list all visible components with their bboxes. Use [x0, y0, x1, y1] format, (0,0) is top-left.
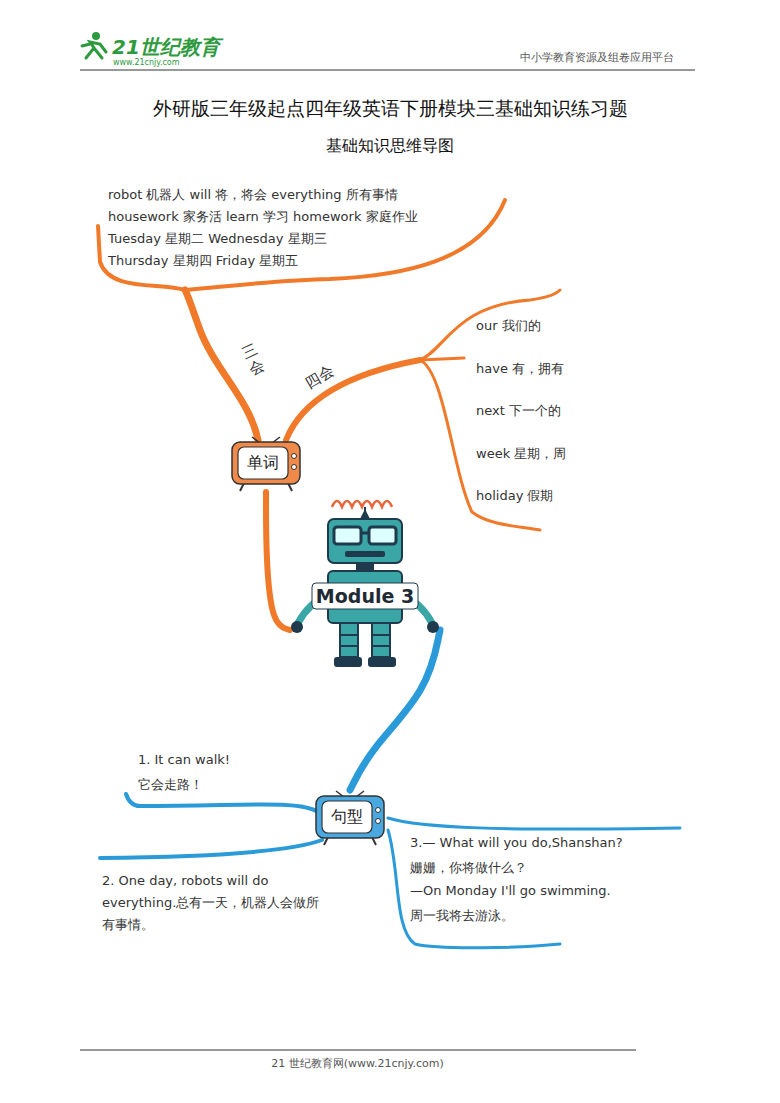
word-line: Tuesday 星期二 Wednesday 星期三 [108, 230, 327, 248]
logo-text: 21世纪教育 [112, 34, 220, 61]
central-robot: Module 3 [290, 495, 440, 670]
word-line: housework 家务活 learn 学习 homework 家庭作业 [108, 208, 418, 226]
logo-url: www.21cnjy.com [113, 58, 180, 67]
branch-label: 三会 [240, 341, 268, 377]
footer-text: 21 世纪教育网(www.21cnjy.com) [0, 1056, 715, 1071]
sentence-translation: 周一我将去游泳。 [410, 907, 514, 925]
branch-connector [350, 630, 440, 790]
header-rule [80, 70, 695, 71]
subtitle: 基础知识思维导图 [0, 136, 780, 157]
sentence-translation: 它会走路！ [138, 776, 203, 794]
word-item: have 有，拥有 [476, 360, 564, 378]
sentence-translation: 姗姗，你将做什么？ [410, 859, 527, 877]
blue-branches [100, 794, 680, 948]
logo-runner [82, 32, 106, 58]
word-line: Thursday 星期四 Friday 星期五 [108, 252, 298, 270]
topic-tv-box: 句型 [314, 790, 386, 846]
topic-tv-box: 单词 [230, 436, 302, 492]
branch-connector [266, 492, 290, 630]
node-label: 单词 [238, 447, 288, 479]
sentence: 3.— What will you do,Shanshan? [410, 835, 623, 850]
sentence: —On Monday I'll go swimming. [410, 883, 611, 898]
footer-rule [80, 1050, 636, 1051]
word-item: our 我们的 [476, 317, 541, 335]
word-line: robot 机器人 will 将，将会 everything 所有事情 [108, 186, 398, 204]
node-label: Module 3 [312, 583, 418, 609]
sentence: 2. One day, robots will do everything.总有… [102, 870, 327, 936]
word-item: week 星期，周 [476, 445, 566, 463]
sentence: 1. It can walk! [138, 752, 230, 767]
node-label: 句型 [322, 801, 372, 833]
robot-illustration [290, 495, 440, 670]
word-item: next 下一个的 [476, 402, 561, 420]
header-text: 中小学教育资源及组卷应用平台 [520, 50, 674, 65]
title: 外研版三年级起点四年级英语下册模块三基础知识练习题 [0, 96, 780, 122]
word-item: holiday 假期 [476, 487, 553, 505]
